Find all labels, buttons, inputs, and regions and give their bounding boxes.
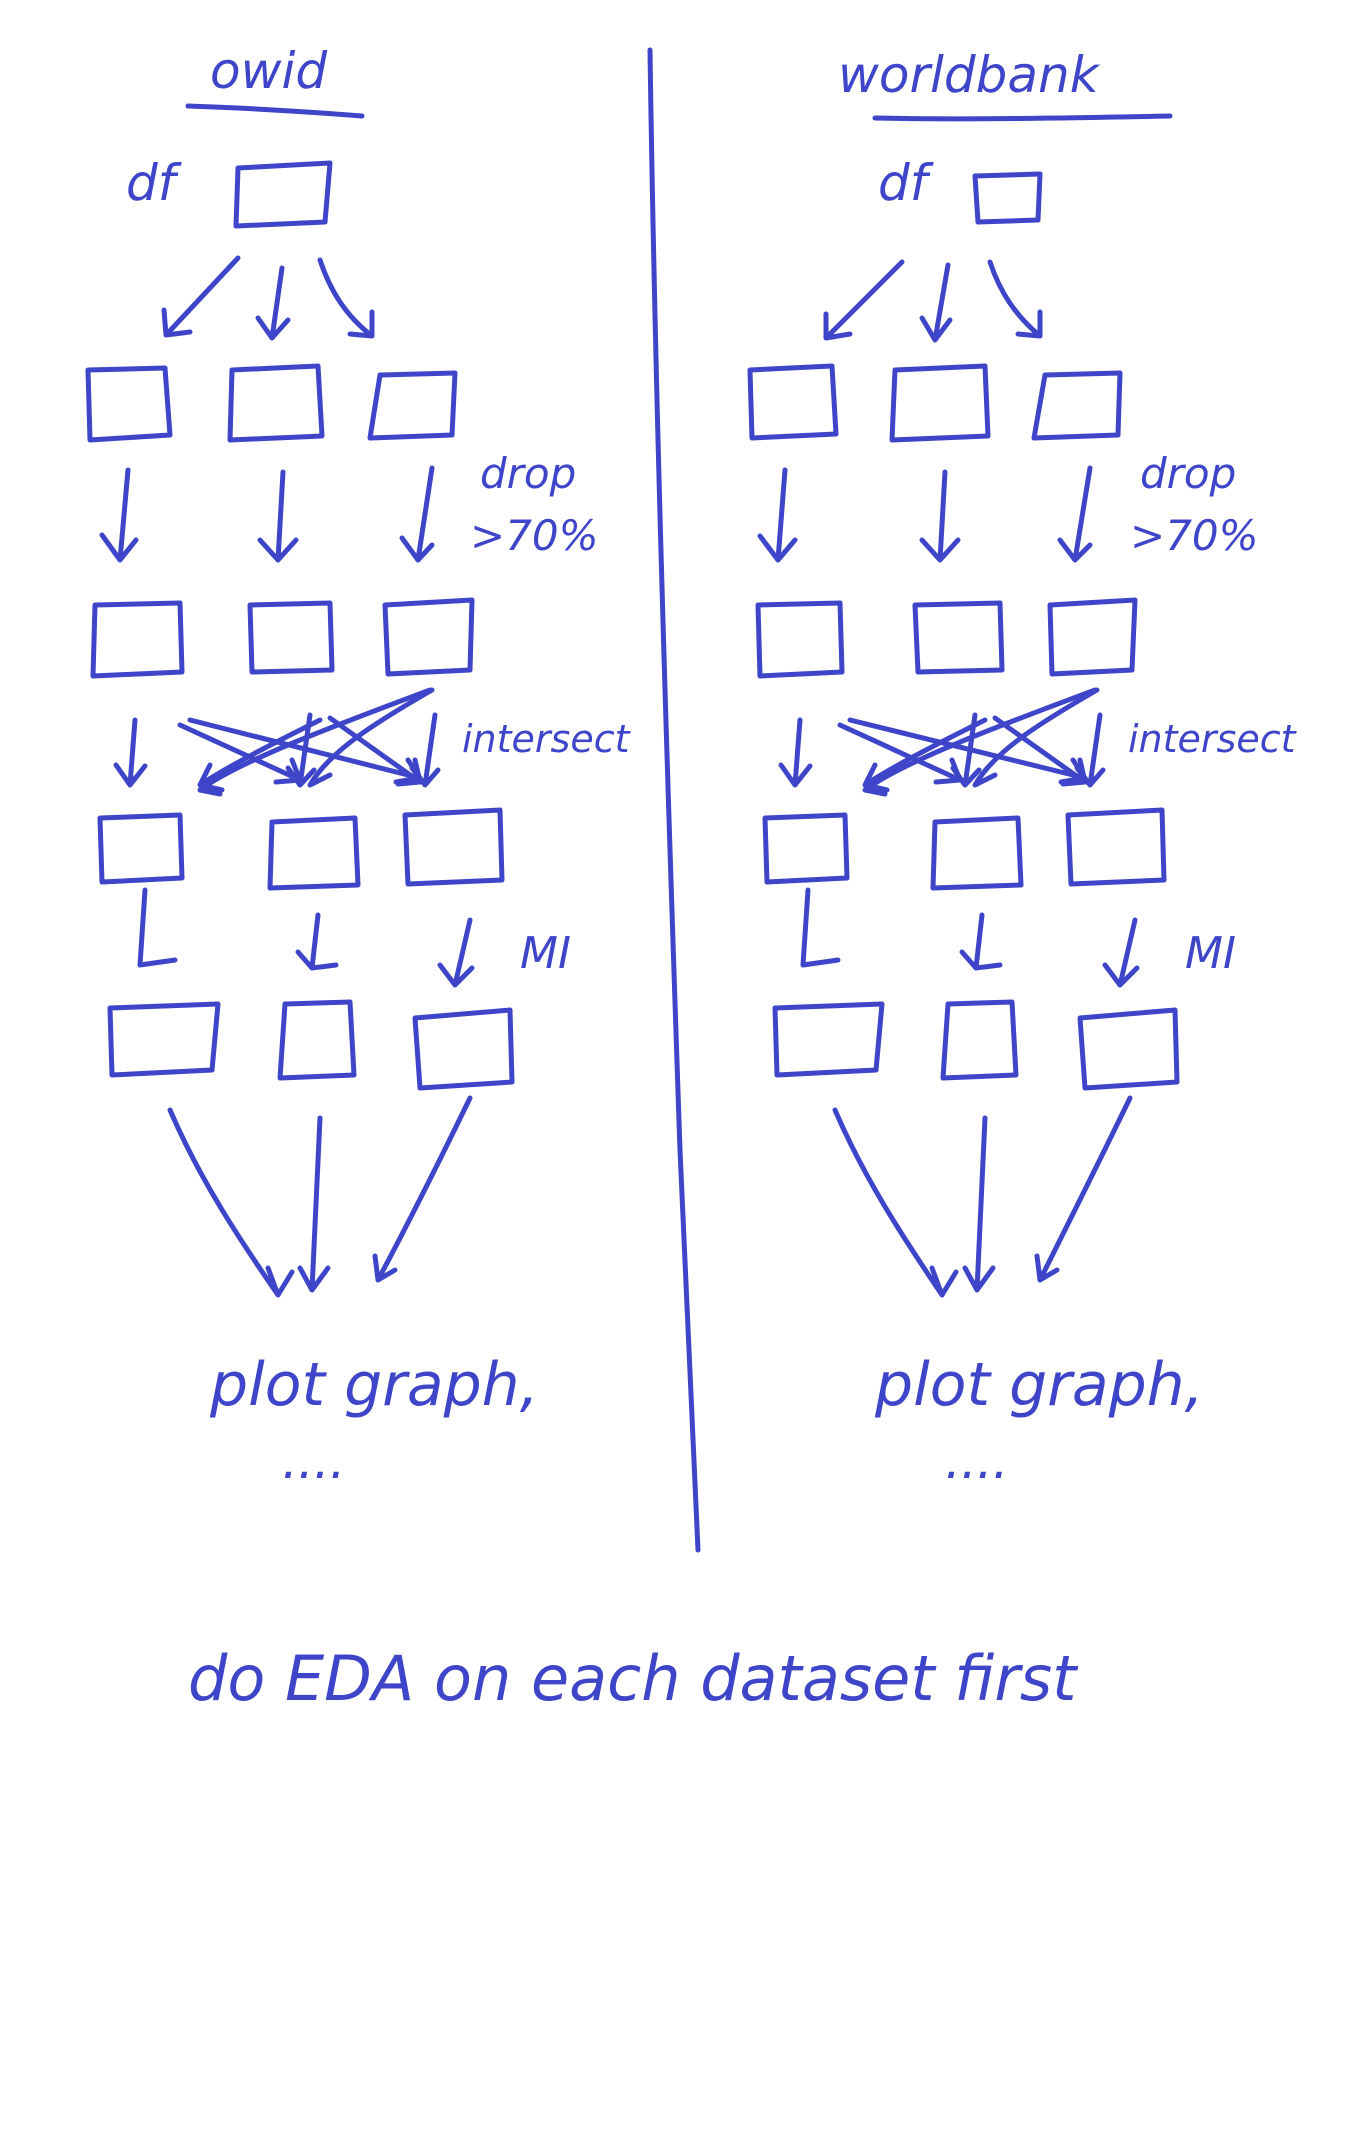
column-owid: owid df drop >70% xyxy=(85,42,632,1490)
df-label: df xyxy=(126,154,182,212)
intersect-row xyxy=(762,807,1167,891)
df-node xyxy=(233,160,333,229)
drop-threshold-label: >70% xyxy=(470,511,599,560)
intersect-arrows xyxy=(113,687,441,797)
ellipsis: .... xyxy=(945,1432,1009,1490)
drop-label: drop xyxy=(1140,449,1236,498)
column-title: owid xyxy=(210,42,327,100)
mi-arrows xyxy=(137,887,475,988)
result-label: plot graph, xyxy=(209,1350,539,1420)
subset-row-1 xyxy=(85,363,458,443)
df-node xyxy=(972,171,1043,225)
title-underline xyxy=(185,103,365,119)
ellipsis: .... xyxy=(282,1432,346,1490)
drop-label: drop xyxy=(480,449,576,498)
split-arrows xyxy=(161,255,375,341)
mi-row xyxy=(107,999,515,1091)
split-arrows xyxy=(823,259,1043,343)
column-divider xyxy=(647,47,701,1553)
intersect-label: intersect xyxy=(1128,717,1298,761)
intersect-row xyxy=(97,807,505,891)
drop-threshold-label: >70% xyxy=(1130,511,1259,560)
mi-row xyxy=(772,999,1180,1091)
merge-arrows xyxy=(832,1095,1133,1298)
title-underline xyxy=(872,113,1173,122)
subset-row-1 xyxy=(747,363,1123,443)
filtered-row xyxy=(755,597,1138,679)
column-title: worldbank xyxy=(838,46,1101,104)
mi-arrows xyxy=(800,887,1140,988)
mi-label: MI xyxy=(520,928,571,979)
intersect-label: intersect xyxy=(462,717,632,761)
drop-arrows xyxy=(99,465,435,563)
column-worldbank: worldbank df drop >70% xyxy=(747,46,1298,1490)
filtered-row xyxy=(90,597,475,679)
intersect-arrows xyxy=(778,687,1106,797)
drop-arrows xyxy=(757,465,1093,563)
mi-label: MI xyxy=(1185,928,1236,979)
df-label: df xyxy=(878,154,934,212)
result-label: plot graph, xyxy=(874,1350,1204,1420)
footer-note: do EDA on each dataset first xyxy=(188,1642,1079,1715)
merge-arrows xyxy=(167,1095,473,1298)
